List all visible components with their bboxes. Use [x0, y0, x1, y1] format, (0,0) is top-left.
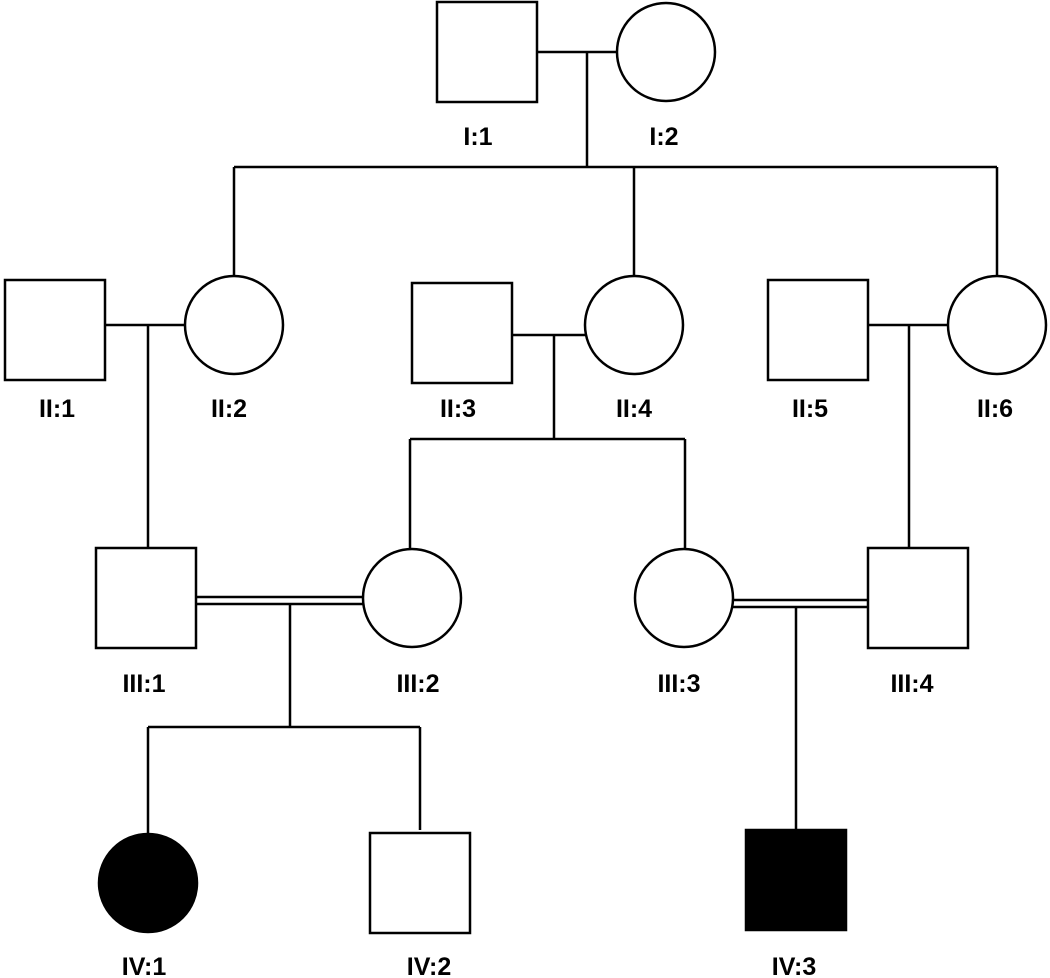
individual-label: IV:1 [122, 953, 167, 978]
individual-ii-6: II:6 [946, 274, 1048, 423]
individual-iv-1: IV:1 [97, 832, 199, 978]
individual-ii-5: II:5 [766, 278, 870, 423]
female-circle [583, 274, 685, 376]
female-circle [361, 547, 463, 649]
individual-iii-4: III:4 [866, 546, 970, 698]
affected-female-circle [97, 832, 199, 934]
individual-iii-2: III:2 [361, 547, 463, 698]
male-square [766, 278, 870, 382]
affected-male-square [744, 828, 848, 932]
individual-iii-3: III:3 [633, 547, 735, 698]
individual-i-2: I:2 [615, 1, 717, 151]
individual-ii-3: II:3 [410, 281, 514, 423]
pedigree-lines [104, 50, 999, 835]
individual-label: II:5 [792, 395, 828, 423]
individual-iv-3: IV:3 [744, 828, 848, 978]
individual-label: IV:3 [772, 953, 816, 978]
individual-label: III:1 [122, 670, 165, 698]
individual-ii-4: II:4 [583, 274, 685, 423]
individual-label: III:2 [396, 670, 439, 698]
male-square [368, 831, 472, 935]
individual-ii-2: II:2 [183, 274, 285, 423]
male-square [435, 0, 539, 104]
individual-label: III:4 [890, 670, 933, 698]
individual-iii-1: III:1 [94, 546, 198, 698]
individual-label: II:6 [977, 395, 1013, 423]
individual-label: IV:2 [407, 953, 451, 978]
male-square [94, 546, 198, 650]
male-square [866, 546, 970, 650]
female-circle [946, 274, 1048, 376]
female-circle [633, 547, 735, 649]
individual-ii-1: II:1 [3, 278, 107, 423]
individual-label: II:3 [440, 395, 476, 423]
male-square [410, 281, 514, 385]
individual-label: II:4 [616, 395, 652, 423]
female-circle [615, 1, 717, 103]
individual-label: I:1 [463, 123, 492, 151]
individual-iv-2: IV:2 [368, 831, 472, 978]
male-square [3, 278, 107, 382]
individual-label: II:2 [211, 395, 247, 423]
individual-label: II:1 [39, 395, 75, 423]
individual-label: III:3 [657, 670, 700, 698]
individual-i-1: I:1 [435, 0, 539, 151]
individual-label: I:2 [649, 123, 678, 151]
female-circle [183, 274, 285, 376]
